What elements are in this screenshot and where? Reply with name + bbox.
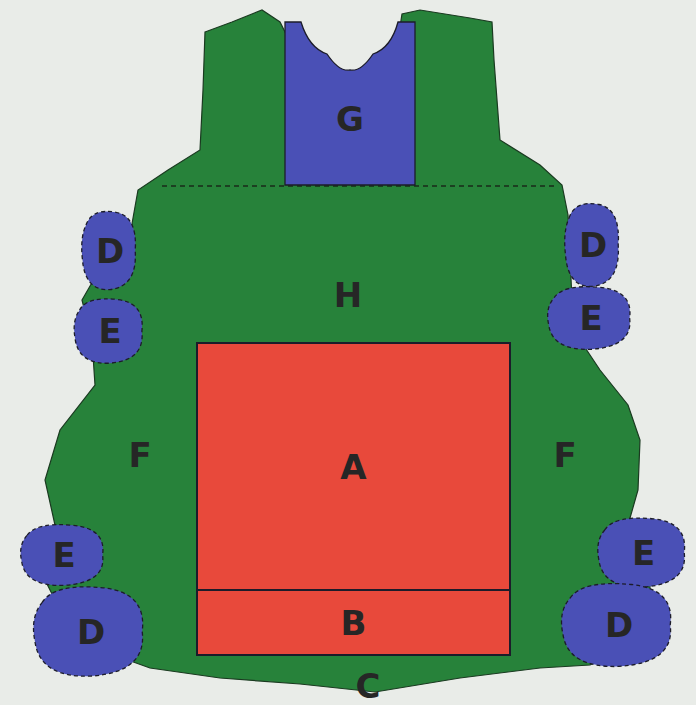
hide-outline xyxy=(40,10,650,692)
section-letter: D xyxy=(605,608,633,642)
patch-outline xyxy=(74,299,142,363)
patch-outline xyxy=(82,211,136,289)
patch-outline xyxy=(21,525,103,586)
patch-outline xyxy=(565,204,619,287)
offcut-patch: E xyxy=(18,522,110,588)
offcut-patch: D xyxy=(80,208,140,293)
section-letter: A xyxy=(340,450,366,484)
offcut-patch: E xyxy=(595,515,692,590)
region-letter: H xyxy=(334,278,362,312)
section-letter: B xyxy=(341,606,367,640)
section-letter: E xyxy=(98,314,121,348)
region-letter: C xyxy=(356,669,381,703)
offcut-patch: E xyxy=(545,284,637,352)
leather-section: A xyxy=(197,343,510,590)
offcut-patch: G xyxy=(285,22,415,185)
section-letter: D xyxy=(77,615,105,649)
section-letter: G xyxy=(336,102,364,136)
patch-outline xyxy=(197,343,510,590)
patch-outline xyxy=(33,587,142,676)
patch-outline xyxy=(285,22,415,185)
offcut-patch: E xyxy=(72,296,148,366)
patch-outline xyxy=(197,590,510,655)
section-letter: E xyxy=(52,538,75,572)
offcut-patch: D xyxy=(558,580,680,670)
patch-outline xyxy=(561,584,670,667)
section-letter: E xyxy=(579,301,602,335)
patch-outline xyxy=(548,287,630,350)
offcut-patch: D xyxy=(30,583,152,680)
section-letter: D xyxy=(96,234,124,268)
patch-outline xyxy=(598,518,685,587)
leather-section: B xyxy=(197,590,510,655)
region-letter: F xyxy=(553,438,576,472)
section-letter: D xyxy=(579,228,607,262)
section-letter: E xyxy=(632,536,655,570)
region-letter: F xyxy=(128,438,151,472)
offcut-patch: D xyxy=(563,200,623,290)
